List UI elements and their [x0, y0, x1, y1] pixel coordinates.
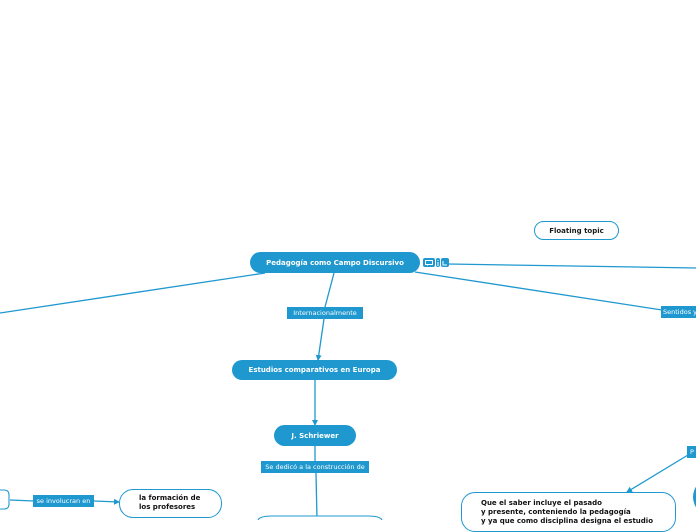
partial-node-bottom: [257, 515, 383, 520]
label-p-fragment[interactable]: P: [687, 446, 696, 458]
schriewer-topic[interactable]: J. Schriewer: [274, 425, 356, 446]
floating-topic[interactable]: Floating topic: [534, 221, 619, 240]
formacion-profesores-topic[interactable]: la formación de los profesores: [119, 489, 222, 518]
label-sentidos[interactable]: Sentidos y: [661, 306, 696, 318]
line-p-saber: [626, 454, 689, 493]
partial-node-right: [693, 486, 696, 508]
line-left-involucran: [9, 499, 35, 502]
line-central-internacional: [324, 272, 335, 308]
saber-topic[interactable]: Que el saber incluye el pasado y present…: [461, 492, 676, 532]
line-central-sentidos: [414, 271, 663, 311]
estudios-comparativos-topic[interactable]: Estudios comparativos en Europa: [232, 360, 397, 380]
info-icon[interactable]: [436, 258, 440, 267]
central-topic[interactable]: Pedagogía como Campo Discursivo: [250, 252, 420, 273]
line-central-left: [0, 272, 266, 314]
partial-node-left: [0, 489, 10, 510]
connection-lines: [0, 263, 696, 520]
line-central-right-top: [447, 263, 696, 269]
label-internacionalmente[interactable]: Internacionalmente: [287, 307, 363, 319]
link-icon[interactable]: [441, 258, 449, 267]
note-icon[interactable]: [423, 258, 435, 267]
line-dedico-bottom: [315, 472, 318, 520]
line-internacional-estudios: [315, 318, 325, 361]
label-se-dedico[interactable]: Se dedicó a la construcción de: [261, 461, 369, 473]
line-involucran-formacion: [93, 498, 120, 505]
label-se-involucran[interactable]: se involucran en: [33, 495, 94, 507]
